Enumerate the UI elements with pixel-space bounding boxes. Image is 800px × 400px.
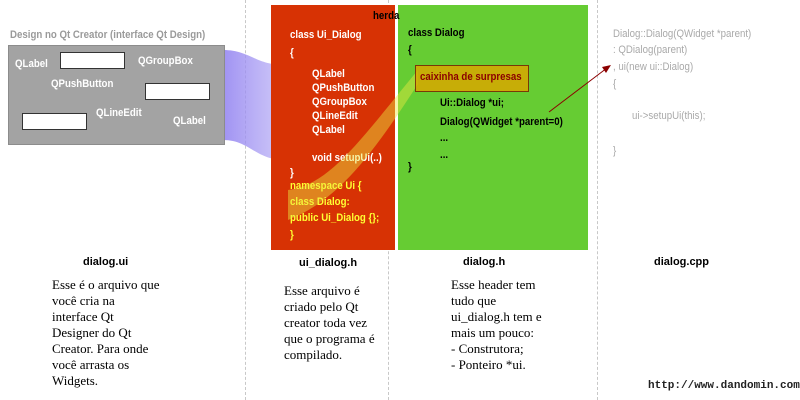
code-line: ... <box>440 132 449 144</box>
widget-box-1 <box>60 52 125 69</box>
filename-dialog-ui: dialog.ui <box>83 256 129 268</box>
caption-line: Designer do Qt <box>52 325 132 340</box>
widget-label-qlabel-2: QLabel <box>173 115 206 127</box>
caption-line: - Ponteiro *ui. <box>451 357 526 372</box>
cpp-line: : QDialog(parent) <box>613 44 688 56</box>
filename-ui-dialog-h: ui_dialog.h <box>299 257 358 269</box>
cpp-line: } <box>613 145 617 157</box>
cpp-line: , ui(new ui::Dialog) <box>613 61 694 73</box>
code-line: QLineEdit <box>312 110 358 122</box>
code-line-yellow: class Dialog: <box>290 196 350 208</box>
caption-line: Esse header tem <box>451 277 536 292</box>
code-line: QPushButton <box>312 82 375 94</box>
code-line: QGroupBox <box>312 96 367 108</box>
code-line: QLabel <box>312 124 345 136</box>
caption-ui-dialog-h: Esse arquivo é criado pelo Qt creator to… <box>284 283 375 363</box>
caption-line: creator toda vez <box>284 315 368 330</box>
caption-line: tudo que <box>451 293 497 308</box>
caption-line: interface Qt <box>52 309 114 324</box>
widget-label-qgroupbox: QGroupBox <box>138 55 193 67</box>
caption-line: compilado. <box>284 347 343 362</box>
code-line: QLabel <box>312 68 345 80</box>
code-line: void setupUi(..) <box>312 152 382 164</box>
caption-dialog-ui: Esse é o arquivo que você cria na interf… <box>52 277 160 389</box>
caption-line: Esse é o arquivo que <box>52 277 160 292</box>
caption-dialog-h: Esse header tem tudo que ui_dialog.h tem… <box>451 277 542 373</box>
code-line: Dialog(QWidget *parent=0) <box>440 116 563 128</box>
caption-line: criado pelo Qt <box>284 299 359 314</box>
surprise-box <box>415 65 529 92</box>
caption-line: que o programa é <box>284 331 375 346</box>
widget-box-2 <box>145 83 210 100</box>
surprise-label: caixinha de surpresas <box>420 71 522 83</box>
code-line: { <box>408 44 412 56</box>
cpp-line: ui->setupUi(this); <box>632 110 706 122</box>
caption-line: ui_dialog.h tem e <box>451 309 542 324</box>
filename-dialog-cpp: dialog.cpp <box>654 256 709 268</box>
cpp-line: Dialog::Dialog(QWidget *parent) <box>613 28 752 40</box>
widget-label-qlabel-1: QLabel <box>15 58 48 70</box>
code-line: } <box>408 161 412 173</box>
code-line: { <box>290 47 294 59</box>
dialog-h-box: class Dialog { Ui::Dialog *ui; Dialog(QW… <box>398 5 588 250</box>
code-line: } <box>290 167 294 179</box>
caption-line: você cria na <box>52 293 115 308</box>
code-line-yellow: } <box>290 229 294 241</box>
code-line-yellow: public Ui_Dialog {}; <box>290 212 380 224</box>
caption-line: Esse arquivo é <box>284 283 360 298</box>
caption-line: mais um pouco: <box>451 325 535 340</box>
code-line: ... <box>440 149 449 161</box>
separator-3 <box>597 0 598 400</box>
cpp-line: { <box>613 78 617 90</box>
ui-dialog-h-box: class Ui_Dialog { QLabel QPushButton QGr… <box>271 5 395 250</box>
widget-label-qlineedit: QLineEdit <box>96 107 142 119</box>
code-line: class Dialog <box>408 27 465 39</box>
caption-line: - Construtora; <box>451 341 524 356</box>
caption-line: Widgets. <box>52 373 99 388</box>
separator-1 <box>245 0 246 400</box>
widget-label-qpushbutton: QPushButton <box>51 78 114 90</box>
designer-panel: QLabel QGroupBox QPushButton QLineEdit Q… <box>8 45 225 145</box>
code-line: Ui::Dialog *ui; <box>440 97 504 109</box>
code-line: class Ui_Dialog <box>290 29 362 41</box>
caption-line: você arrasta os <box>52 357 130 372</box>
filename-dialog-h: dialog.h <box>463 256 506 268</box>
caption-line: Creator. Para onde <box>52 341 149 356</box>
widget-box-3 <box>22 113 87 130</box>
inheritance-label: herda <box>373 10 400 22</box>
code-line-yellow: namespace Ui { <box>290 180 362 192</box>
designer-title: Design no Qt Creator (interface Qt Desig… <box>10 29 206 41</box>
site-url[interactable]: http://www.dandomin.com.br <box>648 380 800 392</box>
